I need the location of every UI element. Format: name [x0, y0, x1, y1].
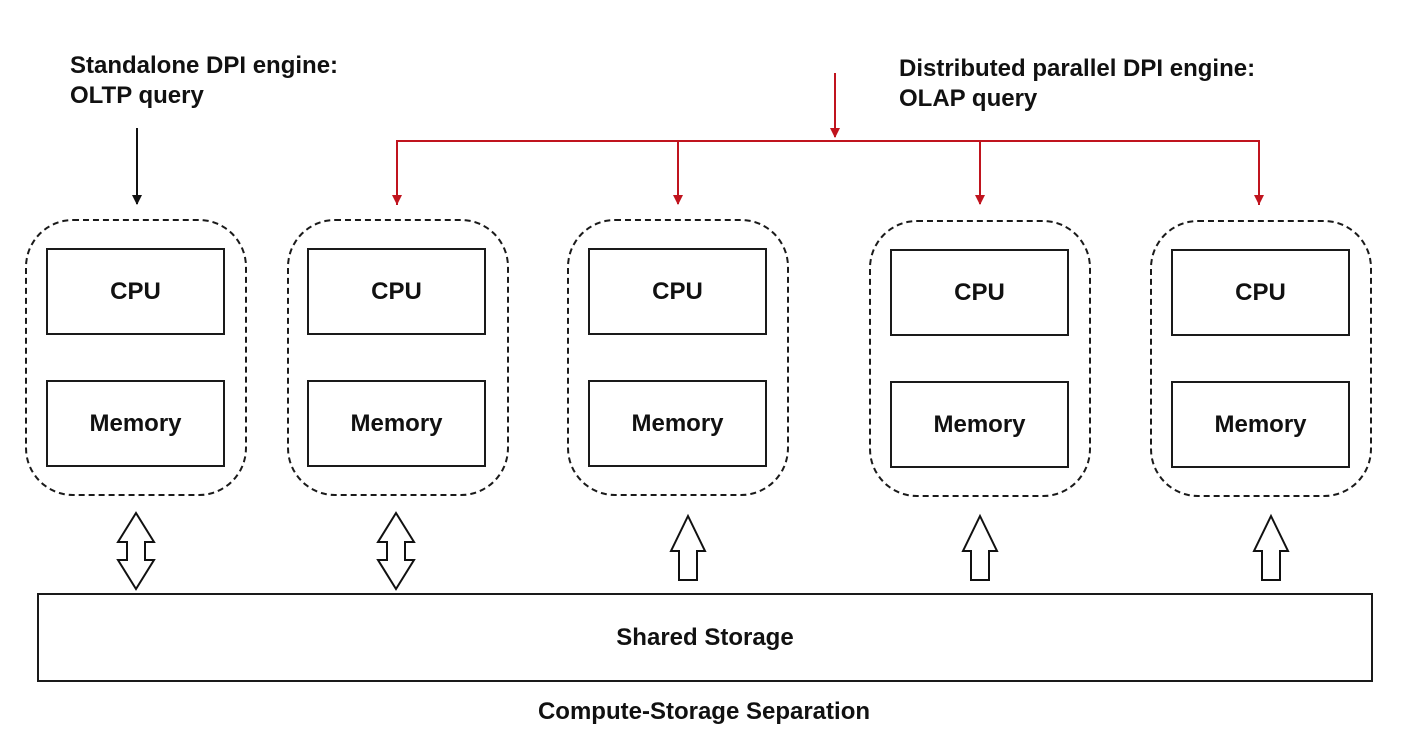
cpu-box: CPU — [890, 249, 1069, 336]
compute-node-5 — [1150, 220, 1372, 497]
compute-node-4 — [869, 220, 1091, 497]
cpu-box: CPU — [46, 248, 225, 335]
shared-storage: Shared Storage — [37, 593, 1373, 682]
storage-link-bidirectional-arrow — [376, 511, 416, 591]
memory-box: Memory — [588, 380, 767, 467]
storage-link-upward-arrow — [669, 513, 707, 581]
cpu-box: CPU — [307, 248, 486, 335]
compute-node-3 — [567, 219, 789, 496]
distributed-engine-query-type: OLAP query — [899, 85, 1038, 112]
memory-box: Memory — [1171, 381, 1350, 468]
memory-box: Memory — [46, 380, 225, 467]
cpu-box: CPU — [1171, 249, 1350, 336]
standalone-engine-title: Standalone DPI engine: — [70, 52, 339, 79]
storage-link-upward-arrow — [961, 513, 999, 581]
memory-box: Memory — [890, 381, 1069, 468]
storage-link-upward-arrow — [1252, 513, 1290, 581]
standalone-engine-query-type: OLTP query — [70, 82, 204, 109]
compute-node-2 — [287, 219, 509, 496]
distributed-fanout-bus — [396, 140, 1260, 205]
cpu-box: CPU — [588, 248, 767, 335]
distributed-engine-heading: Distributed parallel DPI engine: OLAP qu… — [899, 54, 1255, 114]
compute-node-1 — [25, 219, 247, 496]
memory-box: Memory — [307, 380, 486, 467]
distributed-engine-title: Distributed parallel DPI engine: — [899, 55, 1256, 82]
storage-link-bidirectional-arrow — [116, 511, 156, 591]
standalone-engine-heading: Standalone DPI engine: OLTP query — [70, 51, 338, 111]
diagram-caption: Compute-Storage Separation — [537, 698, 871, 725]
